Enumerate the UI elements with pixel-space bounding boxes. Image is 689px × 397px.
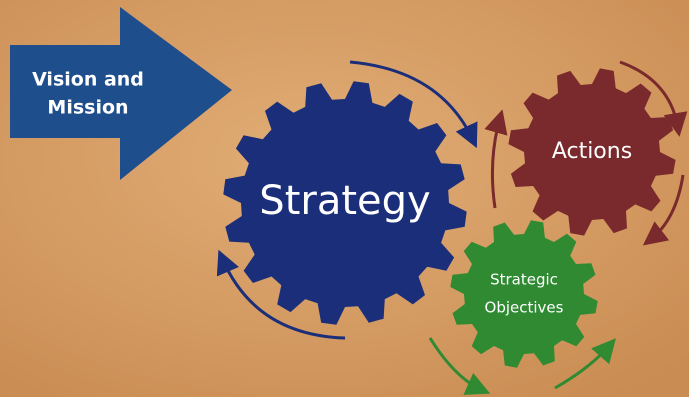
actions-label: Actions xyxy=(552,139,632,164)
cycle-arrow-actions-right xyxy=(642,174,685,246)
vision-arrow-label-line2: Mission xyxy=(47,97,128,119)
cycle-arrow-strategy-bottom xyxy=(216,249,346,340)
strategic-objectives-gear xyxy=(450,220,598,368)
objectives-label-line2: Objectives xyxy=(485,299,564,317)
vision-mission-arrow xyxy=(10,7,232,180)
cycle-arrow-objectives-right xyxy=(554,338,616,390)
strategy-label: Strategy xyxy=(259,178,430,224)
strategy-gear xyxy=(223,81,467,325)
objectives-label-line1: Strategic xyxy=(490,271,558,289)
cycle-arrow-strategy-top xyxy=(349,60,478,149)
cycle-arrow-actions-top xyxy=(619,60,688,137)
vision-arrow-label-line1: Vision and xyxy=(32,69,144,91)
cycle-arrow-objectives-left xyxy=(428,337,491,395)
actions-gear xyxy=(508,68,676,236)
cycle-arrow-actions-left xyxy=(484,109,508,209)
